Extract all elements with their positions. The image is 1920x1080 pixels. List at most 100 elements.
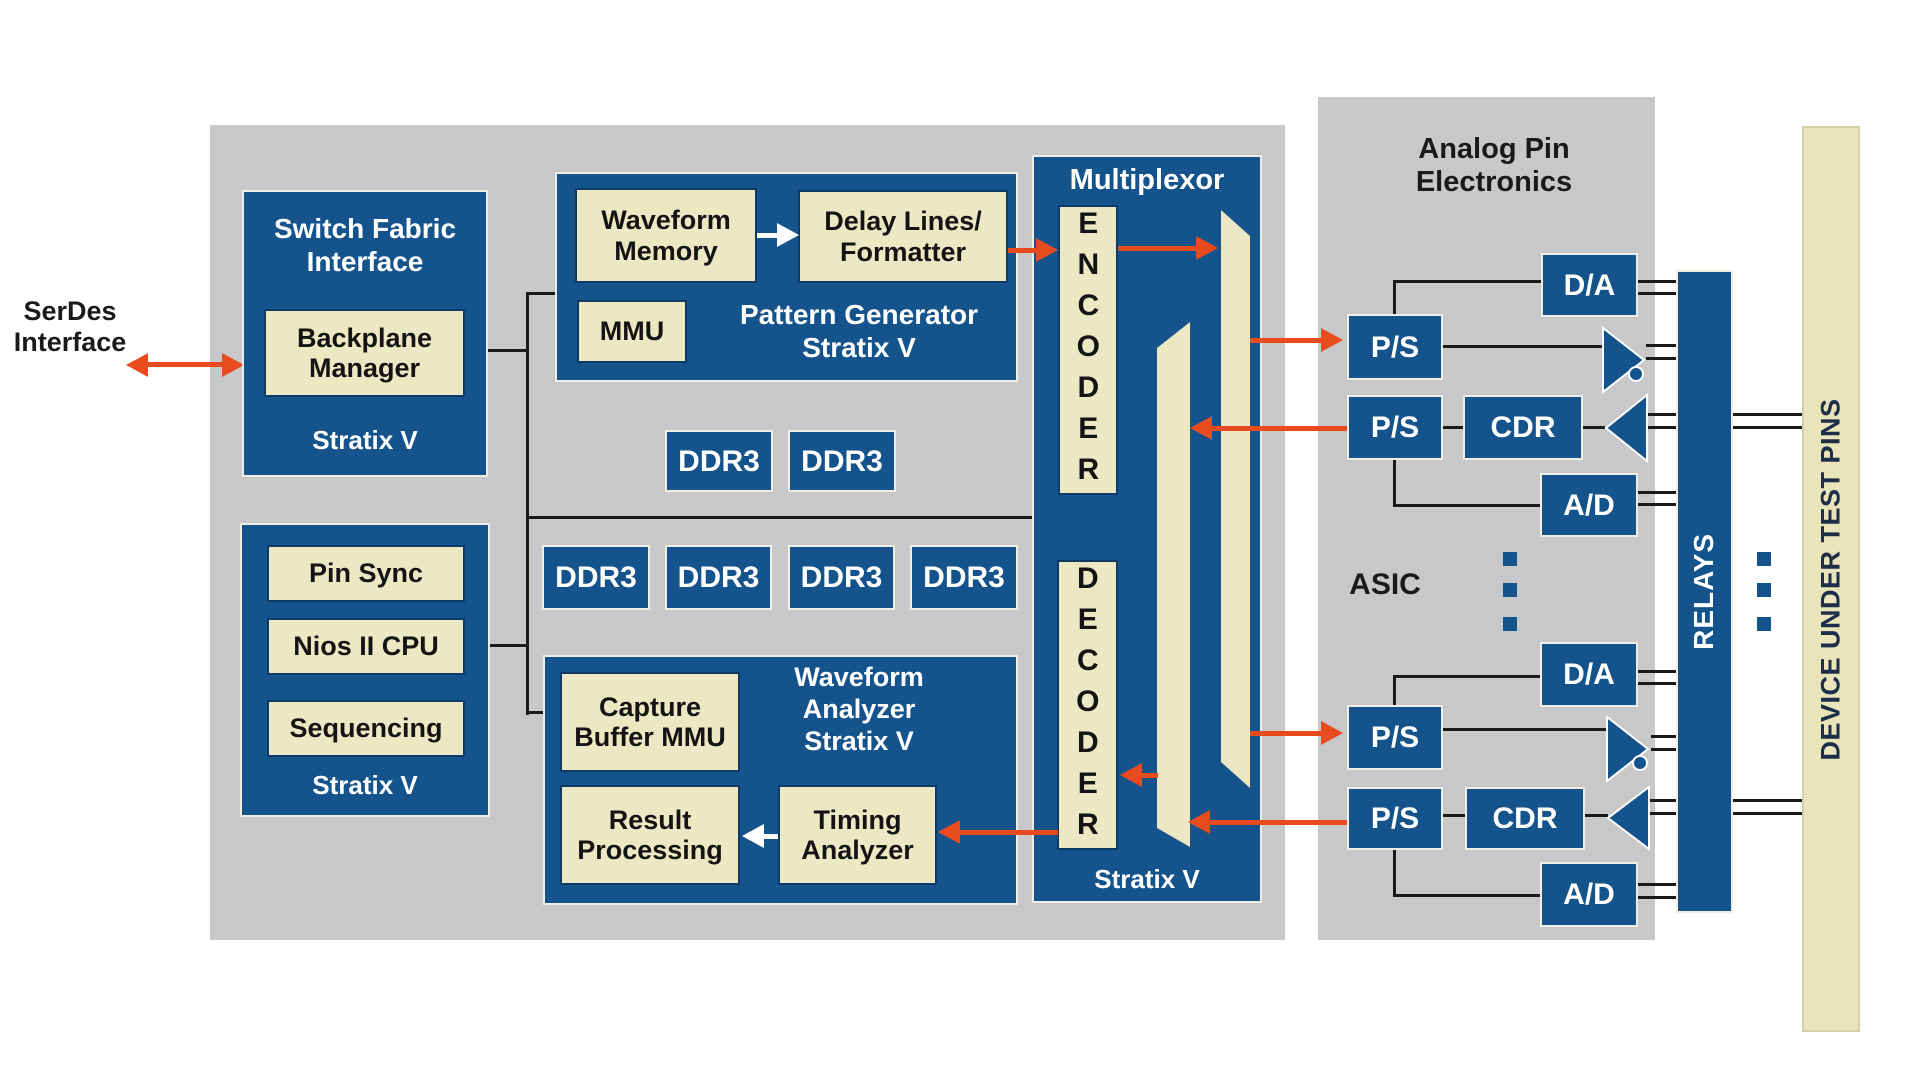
- line-trunk-to-analyzer: [526, 711, 546, 714]
- capture-buffer-mmu-block: Capture Buffer MMU: [560, 672, 740, 772]
- pair-ad4-a: [1638, 883, 1676, 886]
- wm-to-dlf-arrow-head-icon: [777, 223, 799, 247]
- ddr3-label: DDR3: [923, 561, 1005, 594]
- line-ps4-ad4-v: [1393, 850, 1396, 896]
- ps-label: P/S: [1370, 411, 1420, 444]
- ad-block-4: A/D: [1540, 862, 1638, 927]
- line-cpublock-trunk: [489, 644, 528, 647]
- serdes-arrow-shaft: [146, 362, 224, 367]
- pattern-generator-label-line1: Pattern Generator: [739, 299, 979, 330]
- pair-da1-a: [1638, 280, 1676, 283]
- ta-to-rp-arrow-head-icon: [742, 824, 764, 848]
- switch-fabric-title: Switch Fabric Interface: [274, 212, 456, 278]
- line-trunk-to-multiplexor: [526, 516, 1034, 519]
- ps4-to-mux-arrow-head-icon: [1188, 810, 1210, 834]
- serdes-line1: SerDes: [23, 296, 117, 326]
- relay-dut-ellipsis-dot: [1757, 552, 1771, 566]
- dut-pins-label: DEVICE UNDER TEST PINS: [1815, 397, 1846, 761]
- ad-label: A/D: [1563, 488, 1615, 522]
- pair-amp3-b: [1651, 748, 1676, 751]
- ad-block-2: A/D: [1540, 473, 1638, 537]
- backplane-line1: Backplane: [296, 322, 433, 353]
- line-ps3-da3-v: [1393, 677, 1396, 705]
- ddr3-label: DDR3: [800, 561, 883, 594]
- ta-to-rp-arrow-shaft: [762, 834, 778, 839]
- relays-column: RELAYS: [1676, 270, 1733, 913]
- serdes-arrow-left-head-icon: [126, 353, 148, 377]
- ps-label: P/S: [1370, 330, 1420, 364]
- ps-block-3: P/S: [1347, 705, 1443, 770]
- timing-analyzer-line1: Timing: [813, 804, 902, 835]
- pattern-generator-label-line2: Stratix V: [802, 332, 916, 364]
- mux-to-decoder-arrow-shaft: [1142, 773, 1158, 778]
- ape-title-line1: Analog Pin: [1418, 133, 1570, 165]
- dlf-to-encoder-arrow-shaft: [1008, 248, 1038, 253]
- ddr3-label: DDR3: [801, 444, 883, 478]
- da-block-3: D/A: [1540, 642, 1638, 707]
- pair-da3-b: [1638, 682, 1676, 685]
- line-ps3-da3-h: [1393, 675, 1540, 678]
- multiplexor-stratix-label: Stratix V: [1094, 864, 1200, 894]
- line-ps1-da1-v: [1393, 282, 1396, 314]
- ddr3-block-3: DDR3: [542, 545, 650, 610]
- wm-to-dlf-arrow-shaft: [757, 233, 779, 238]
- pair-amp1-b: [1646, 357, 1676, 360]
- waveform-analyzer-label-line2: Analyzer: [802, 693, 916, 724]
- amp-triangle-3-icon: [1606, 715, 1650, 784]
- ps-block-2: P/S: [1347, 395, 1443, 460]
- switch-fabric-title-line2: Interface: [306, 246, 424, 278]
- da-label: D/A: [1563, 268, 1616, 302]
- cdr-label: CDR: [1492, 802, 1558, 835]
- mux-blade-inner: [1157, 322, 1190, 847]
- analog-pin-electronics-title: Analog Pin Electronics: [1348, 133, 1640, 200]
- encoder-to-mux-arrow-head-icon: [1196, 236, 1218, 260]
- timing-analyzer-block: Timing Analyzer: [778, 785, 937, 885]
- ps-block-4: P/S: [1347, 787, 1443, 850]
- pair-da1-b: [1638, 292, 1676, 295]
- encoder-to-mux-arrow-shaft: [1118, 246, 1198, 251]
- decoder-label: DECODER: [1071, 561, 1105, 849]
- pair-ad4-b: [1638, 896, 1676, 899]
- cdr-block-4: CDR: [1465, 787, 1585, 850]
- ddr3-block-5: DDR3: [788, 545, 895, 610]
- dut-pins-column: DEVICE UNDER TEST PINS: [1802, 126, 1860, 1032]
- multiplexor-title: Multiplexor: [1069, 164, 1225, 196]
- waveform-memory-line2: Memory: [614, 235, 718, 266]
- dlf-to-encoder-arrow-head-icon: [1036, 238, 1058, 262]
- nios-cpu-block: Nios II CPU: [267, 618, 465, 675]
- line-ps2-ad2-h: [1393, 504, 1540, 507]
- sequencing-block: Sequencing: [267, 700, 465, 757]
- mux-blade-outer: [1221, 210, 1250, 788]
- delay-lines-line2: Formatter: [839, 236, 967, 267]
- pair-amp3-a: [1651, 735, 1676, 738]
- cpu-stratix-label: Stratix V: [312, 770, 418, 800]
- ps2-to-mux-arrow-head-icon: [1190, 416, 1212, 440]
- pair-amp1-a: [1646, 344, 1676, 347]
- result-processing-block: Result Processing: [560, 785, 740, 885]
- switch-fabric-stratix-label: Stratix V: [312, 425, 418, 455]
- backplane-manager-block: Backplane Manager: [264, 309, 465, 397]
- amp-triangle-4-icon: [1606, 785, 1650, 851]
- asic-ellipsis-dot: [1503, 552, 1517, 566]
- decoder-to-timing-arrow-head-icon: [938, 820, 960, 844]
- encoder-block: ENCODER: [1058, 205, 1118, 495]
- ddr3-label: DDR3: [555, 561, 637, 594]
- ddr3-label: DDR3: [678, 444, 760, 478]
- decoder-block: DECODER: [1057, 560, 1118, 850]
- serdes-interface-label: SerDes Interface: [8, 296, 132, 358]
- cdr-label: CDR: [1490, 411, 1556, 444]
- pin-sync-label: Pin Sync: [308, 558, 424, 589]
- mux-to-ps1-arrow-head-icon: [1321, 328, 1343, 352]
- waveform-memory-block: Waveform Memory: [575, 188, 757, 283]
- ddr3-block-6: DDR3: [910, 545, 1018, 610]
- line-cdr4-amp4: [1585, 814, 1608, 817]
- waveform-analyzer-label: Waveform Analyzer Stratix V: [780, 662, 938, 758]
- relay-dut-ellipsis-dot: [1757, 617, 1771, 631]
- da-label: D/A: [1563, 658, 1615, 691]
- pair-ad2-a: [1638, 491, 1676, 494]
- serdes-line2: Interface: [13, 327, 127, 358]
- ddr3-block-1: DDR3: [665, 430, 773, 492]
- pair-da3-a: [1638, 670, 1676, 673]
- line-switchfabric-trunk: [488, 349, 529, 352]
